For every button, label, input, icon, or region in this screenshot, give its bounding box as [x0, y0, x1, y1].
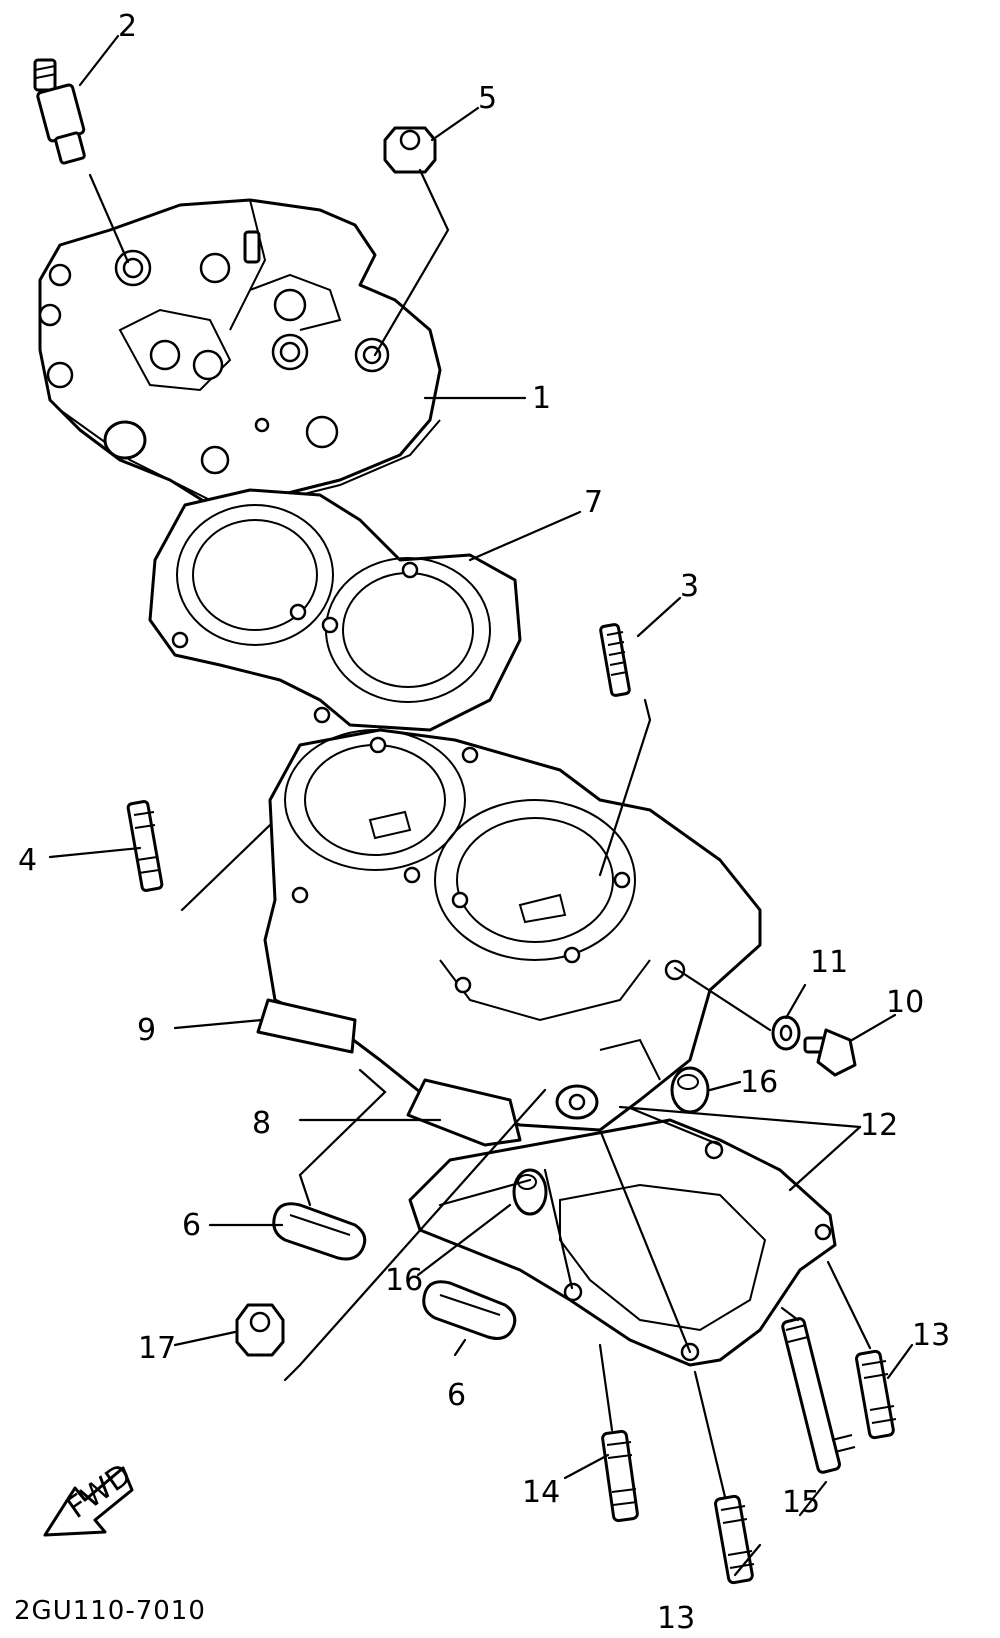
callout-16-left: 16 — [385, 1263, 423, 1298]
stud-13-bottom — [714, 1494, 755, 1585]
nut-top — [383, 126, 437, 174]
plate-lower — [422, 1280, 517, 1340]
dowel-pin-left — [512, 1168, 548, 1216]
callout-labels: 1 2 3 4 5 6 6 7 8 9 10 11 12 13 13 14 15… — [18, 9, 950, 1636]
callout-6-lower: 6 — [447, 1378, 466, 1413]
callout-5: 5 — [478, 81, 497, 116]
leader-lines — [48, 34, 914, 1577]
stud-14 — [601, 1429, 639, 1523]
head-gasket — [148, 488, 522, 732]
dowel-pin-right — [670, 1066, 710, 1114]
callout-15: 15 — [782, 1485, 820, 1520]
stud-13-right — [855, 1349, 897, 1440]
callout-16-right: 16 — [740, 1065, 778, 1100]
callout-10: 10 — [886, 985, 924, 1020]
cylinder-block — [256, 728, 762, 1147]
stud-15 — [781, 1317, 856, 1474]
washer — [771, 1015, 801, 1051]
callout-9: 9 — [137, 1013, 156, 1048]
callout-11: 11 — [810, 945, 848, 980]
fwd-arrow: FWD — [43, 1457, 138, 1537]
stud-3 — [599, 623, 631, 697]
callout-14: 14 — [522, 1475, 560, 1510]
callout-1: 1 — [532, 381, 551, 416]
callout-13-bottom: 13 — [657, 1601, 695, 1636]
callout-7: 7 — [584, 485, 603, 520]
drain-bolt — [803, 1028, 857, 1077]
plate-upper — [272, 1202, 367, 1261]
callout-2: 2 — [118, 9, 137, 44]
callout-4: 4 — [18, 843, 37, 878]
callout-13-right: 13 — [912, 1318, 950, 1353]
cylinder-head — [38, 198, 442, 507]
stud-4 — [126, 800, 164, 892]
callout-3: 3 — [680, 569, 699, 604]
spark-plug — [33, 58, 86, 165]
nut-lower — [235, 1303, 285, 1357]
callout-17: 17 — [138, 1331, 176, 1366]
callout-12: 12 — [860, 1108, 898, 1143]
document-code: 2GU110-7010 — [14, 1596, 206, 1626]
callout-8: 8 — [252, 1106, 271, 1141]
callout-6-upper: 6 — [182, 1208, 201, 1243]
